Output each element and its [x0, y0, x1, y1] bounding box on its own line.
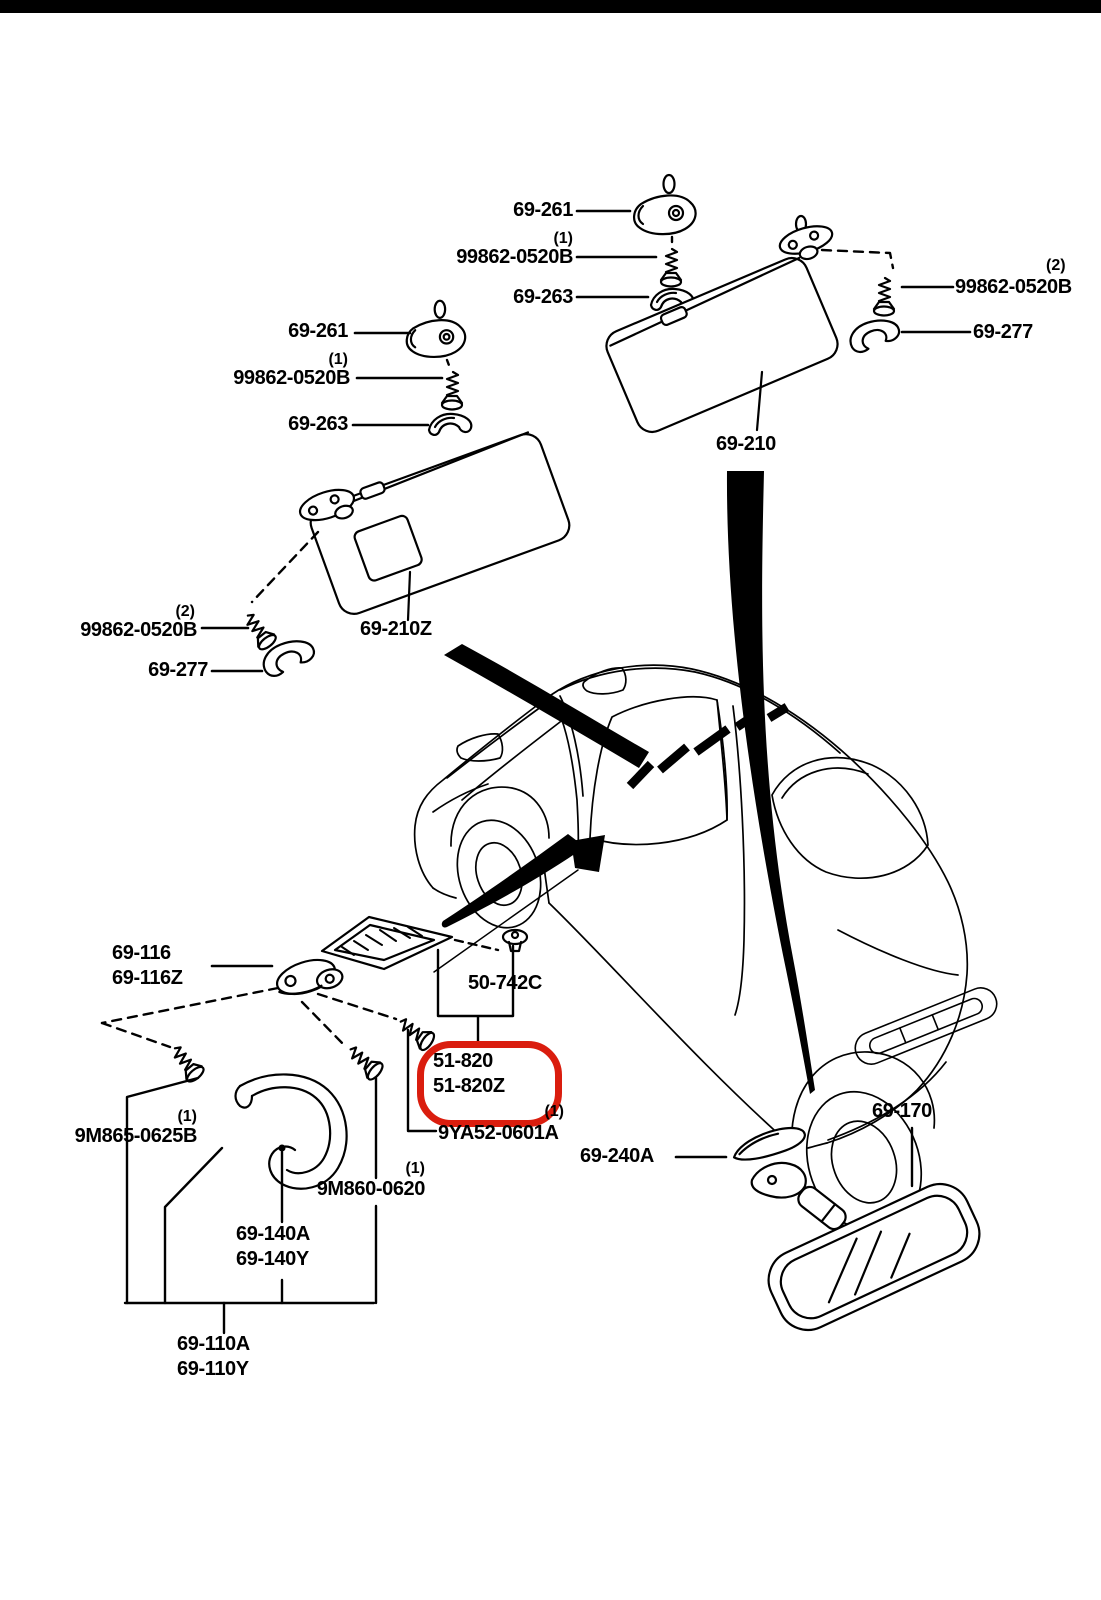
callout-qty-1-9m860: (1): [405, 1160, 425, 1177]
callout-9YA52-0601A: 9YA52-0601A: [438, 1122, 559, 1144]
callout-69-210: 69-210: [716, 433, 776, 455]
callout-69-110Y: 69-110Y: [177, 1358, 249, 1380]
callout-69-140Y: 69-140Y: [236, 1248, 309, 1270]
scan-top-bar: [0, 0, 1101, 13]
sun-visor-right-drawing: [601, 216, 970, 437]
callout-qty-2-right: (2): [1046, 257, 1066, 274]
visor-hardware-upper-set: [577, 173, 697, 311]
rear-view-mirror-group: [676, 1124, 989, 1339]
callout-99862-0520B-right: 99862-0520B: [955, 276, 1072, 298]
callout-9M865-0625B: 9M865-0625B: [74, 1125, 198, 1147]
callout-qty-1-upper: (1): [553, 230, 573, 247]
visor-hardware-left-set: [353, 299, 473, 436]
callout-qty-1-9ya52: (1): [544, 1103, 564, 1120]
callout-69-277-left: 69-277: [148, 659, 208, 681]
quarter-trim-group: [322, 917, 527, 1041]
callout-qty-2-lower-left: (2): [175, 603, 195, 620]
holder-and-handle-group: [102, 952, 438, 1333]
callout-69-210Z: 69-210Z: [360, 618, 432, 640]
roof-rail-hatch-marks: [630, 707, 787, 786]
callout-69-170: 69-170: [872, 1100, 932, 1122]
callout-9M860-0620: 9M860-0620: [316, 1178, 426, 1200]
callout-69-116Z: 69-116Z: [112, 967, 183, 989]
callout-69-263-upper: 69-263: [513, 286, 573, 308]
callout-99862-0520B-upper: 99862-0520B: [456, 246, 573, 268]
callout-99862-0520B-lower-left: 99862-0520B: [80, 619, 197, 641]
sun-visor-left-drawing: [202, 426, 574, 679]
callout-69-116: 69-116: [112, 942, 171, 964]
callout-50-742C: 50-742C: [468, 972, 542, 994]
callout-69-263-left: 69-263: [288, 413, 348, 435]
callout-69-240A: 69-240A: [580, 1145, 654, 1167]
callout-69-140A: 69-140A: [236, 1223, 310, 1245]
callout-69-277-right: 69-277: [973, 321, 1033, 343]
callout-99862-0520B-left: 99862-0520B: [233, 367, 350, 389]
callout-qty-1-9m865: (1): [177, 1108, 197, 1125]
callout-69-261-upper: 69-261: [513, 199, 573, 221]
callout-69-261-left: 69-261: [288, 320, 348, 342]
pointer-bands: [441, 471, 815, 1094]
car-drawing: [415, 665, 1002, 1248]
callout-51-820: 51-820: [433, 1050, 493, 1072]
callout-51-820Z: 51-820Z: [433, 1075, 505, 1097]
callout-69-110A: 69-110A: [177, 1333, 250, 1355]
callout-qty-1-left: (1): [328, 351, 348, 368]
